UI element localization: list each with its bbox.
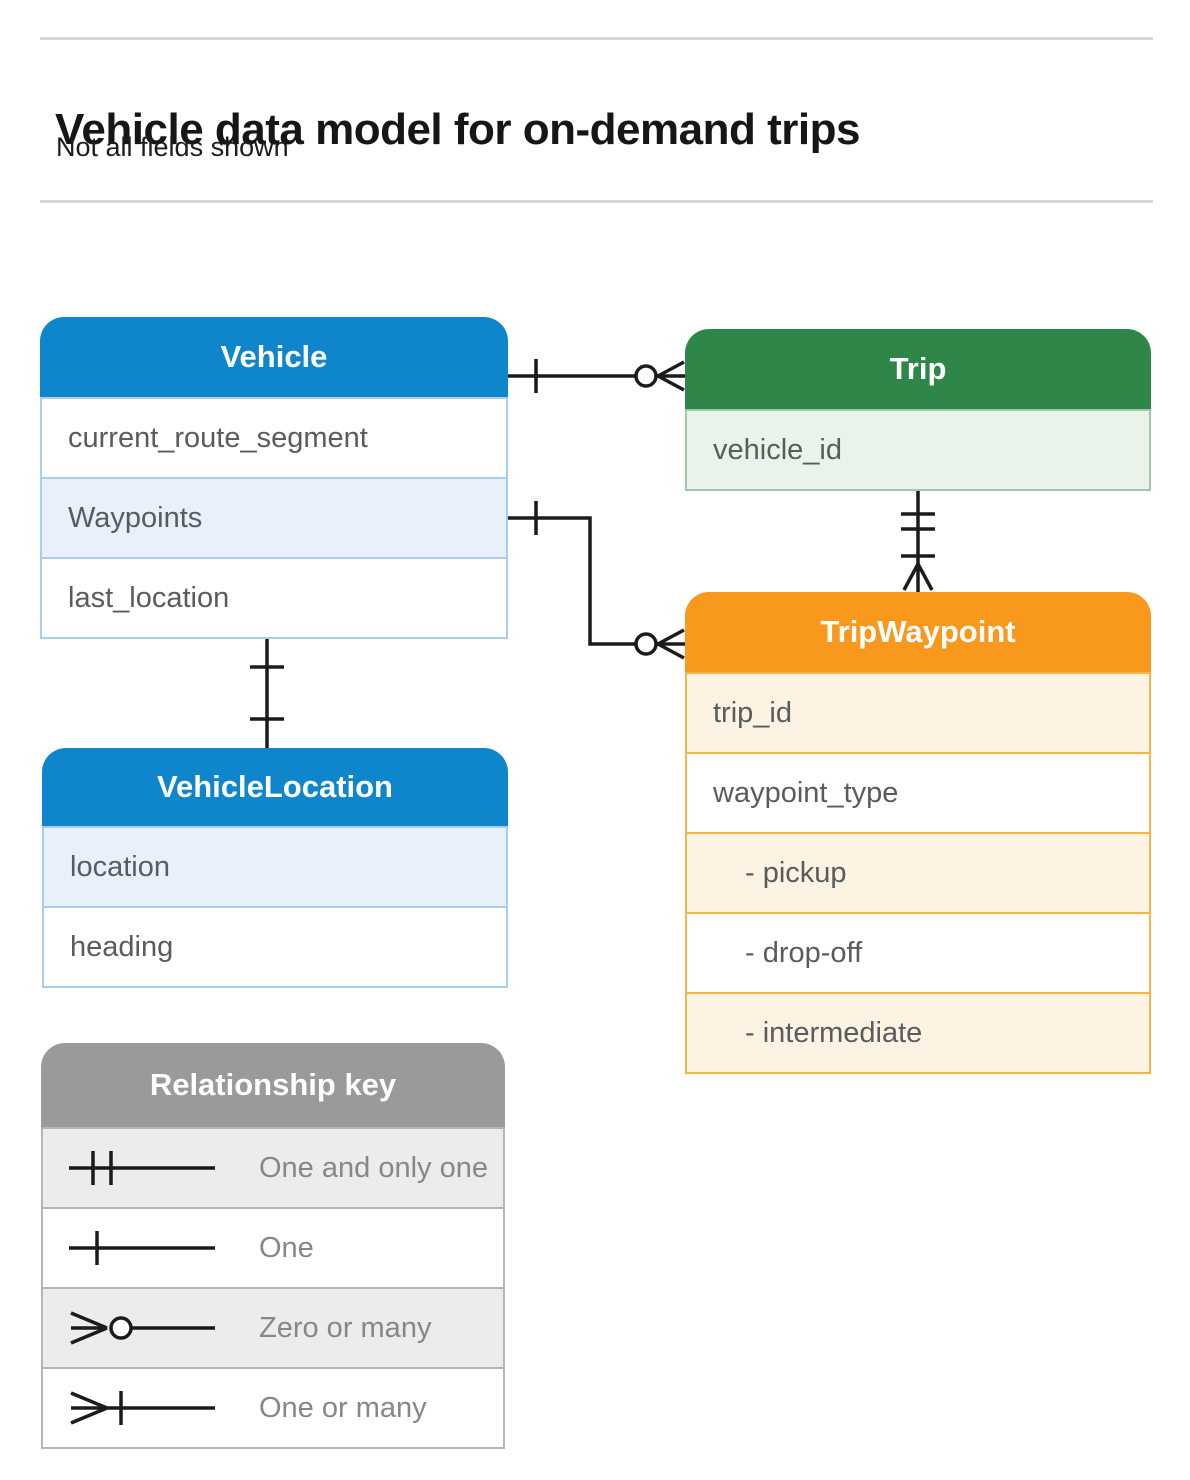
zero-circle-icon	[634, 364, 658, 388]
entity-vehicle-fields: current_route_segment Waypoints last_loc…	[40, 397, 508, 639]
one-and-only-one-icon	[69, 1151, 215, 1185]
crow-foot-icon	[657, 628, 685, 660]
entity-tripwaypoint-title: TripWaypoint	[685, 592, 1151, 672]
one-or-many-icon	[70, 1391, 215, 1425]
top-divider	[40, 37, 1153, 40]
relationship-waypoints-tripwaypoint	[508, 501, 685, 660]
entity-tripwaypoint-fields: trip_id waypoint_type - pickup - drop-of…	[685, 672, 1151, 1074]
page-title: Vehicle data model for on-demand trips	[55, 105, 860, 155]
zero-or-many-icon	[70, 1311, 215, 1345]
page-subtitle: Not all fields shown	[56, 132, 289, 162]
relationship-key-rows: One and only one One Zero or many	[41, 1127, 505, 1449]
legend-row-zero-or-many: Zero or many	[43, 1287, 503, 1367]
field-waypoints: Waypoints	[42, 477, 506, 557]
relationship-key-title: Relationship key	[41, 1043, 505, 1127]
legend-label: One	[259, 1231, 314, 1264]
field-intermediate: - intermediate	[687, 992, 1149, 1072]
entity-vehiclelocation: VehicleLocation location heading	[42, 748, 508, 988]
field-vehicle-id: vehicle_id	[687, 411, 1149, 489]
entity-vehicle-title: Vehicle	[40, 317, 508, 397]
crow-foot-icon	[902, 563, 934, 591]
relationship-vehicle-vehiclelocation	[250, 639, 284, 748]
legend-row-one: One	[43, 1207, 503, 1287]
relationship-trip-tripwaypoint	[901, 491, 935, 592]
field-pickup: - pickup	[687, 832, 1149, 912]
legend-row-one-or-many: One or many	[43, 1367, 503, 1447]
crow-foot-icon	[657, 360, 685, 392]
field-heading: heading	[44, 906, 506, 986]
entity-tripwaypoint: TripWaypoint trip_id waypoint_type - pic…	[685, 592, 1151, 1074]
legend-label: One and only one	[259, 1151, 488, 1184]
field-waypoint-type: waypoint_type	[687, 752, 1149, 832]
zero-circle-icon	[634, 632, 658, 656]
field-current-route-segment: current_route_segment	[42, 399, 506, 477]
legend-row-one-and-only-one: One and only one	[43, 1129, 503, 1207]
entity-trip: Trip vehicle_id	[685, 329, 1151, 491]
entity-trip-fields: vehicle_id	[685, 409, 1151, 491]
field-last-location: last_location	[42, 557, 506, 637]
relationship-key: Relationship key One and only one One	[41, 1043, 505, 1449]
entity-trip-title: Trip	[685, 329, 1151, 409]
field-trip-id: trip_id	[687, 674, 1149, 752]
one-icon	[69, 1231, 215, 1265]
entity-vehicle: Vehicle current_route_segment Waypoints …	[40, 317, 508, 639]
relationship-vehicle-trip	[508, 359, 685, 393]
entity-vehiclelocation-fields: location heading	[42, 826, 508, 988]
entity-vehiclelocation-title: VehicleLocation	[42, 748, 508, 826]
header-divider	[40, 200, 1153, 203]
legend-label: One or many	[259, 1391, 427, 1424]
field-drop-off: - drop-off	[687, 912, 1149, 992]
legend-label: Zero or many	[259, 1311, 432, 1344]
field-location: location	[44, 828, 506, 906]
